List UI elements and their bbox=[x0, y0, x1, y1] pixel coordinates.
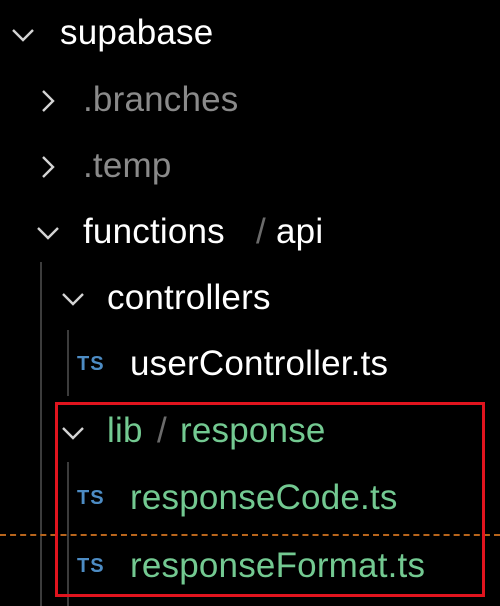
folder-branches[interactable]: .branches bbox=[0, 66, 500, 132]
folder-label: .temp bbox=[83, 146, 172, 185]
typescript-file-icon: TS bbox=[77, 487, 105, 509]
file-label: userController.ts bbox=[130, 344, 389, 383]
folder-label-api: api bbox=[276, 212, 324, 251]
file-response-code[interactable]: TS responseCode.ts bbox=[0, 462, 500, 528]
chevron-down-icon bbox=[60, 420, 86, 446]
folder-functions-api[interactable]: functions / api bbox=[0, 198, 500, 264]
file-user-controller[interactable]: TS userController.ts bbox=[0, 330, 500, 396]
typescript-file-icon: TS bbox=[77, 555, 105, 577]
path-separator: / bbox=[157, 411, 167, 450]
folder-label: supabase bbox=[60, 13, 214, 52]
typescript-file-icon: TS bbox=[77, 353, 105, 375]
folder-controllers[interactable]: controllers bbox=[0, 264, 500, 330]
path-separator: / bbox=[256, 212, 266, 251]
folder-supabase[interactable]: supabase bbox=[0, 0, 500, 66]
chevron-down-icon bbox=[35, 220, 61, 246]
indent-guide bbox=[40, 262, 42, 606]
folder-label-lib: lib bbox=[107, 411, 143, 450]
chevron-right-icon bbox=[35, 88, 61, 114]
folder-label: controllers bbox=[107, 278, 271, 317]
file-label: responseCode.ts bbox=[130, 478, 398, 517]
file-label: responseFormat.ts bbox=[130, 546, 426, 585]
folder-label-response: response bbox=[180, 411, 326, 450]
folder-lib-response[interactable]: lib / response bbox=[0, 396, 500, 462]
file-response-format[interactable]: TS responseFormat.ts bbox=[0, 530, 500, 596]
folder-temp[interactable]: .temp bbox=[0, 132, 500, 198]
folder-label: .branches bbox=[83, 80, 239, 119]
drop-indicator-line bbox=[0, 534, 500, 536]
chevron-down-icon bbox=[10, 22, 36, 48]
chevron-down-icon bbox=[60, 286, 86, 312]
highlight-box bbox=[55, 402, 485, 597]
indent-guide bbox=[67, 330, 69, 396]
folder-label-functions: functions bbox=[83, 212, 225, 251]
chevron-right-icon bbox=[35, 154, 61, 180]
